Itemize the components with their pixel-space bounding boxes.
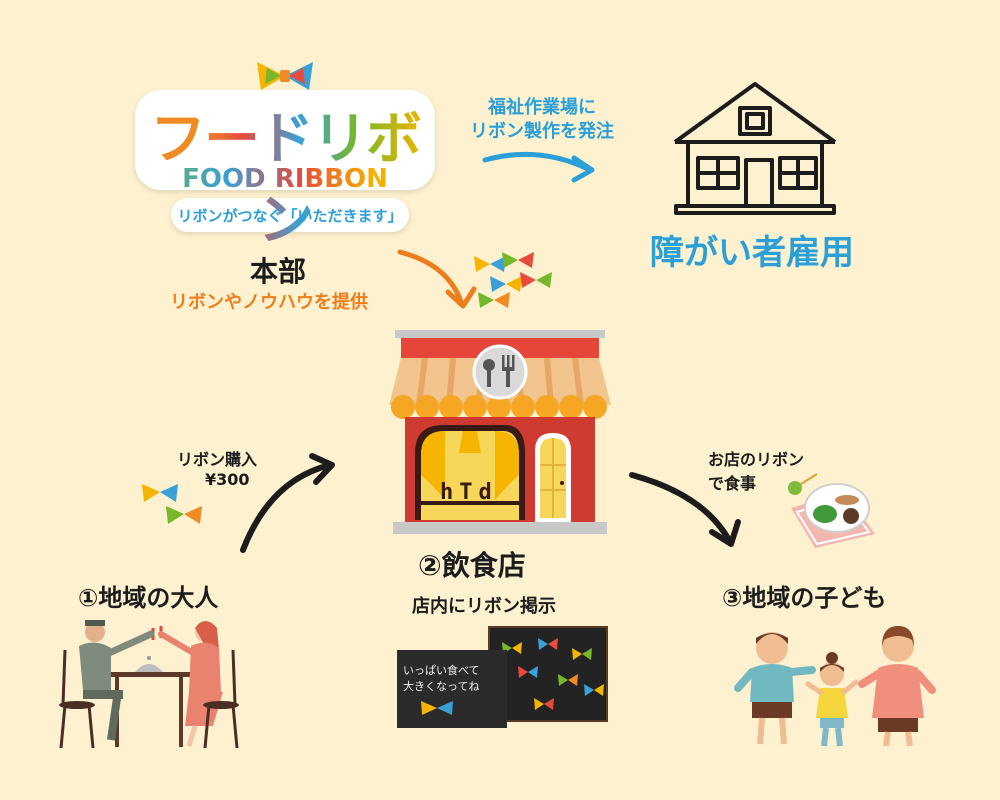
logo-tagline: リボンがつなぐ「いただきます」	[177, 207, 403, 225]
adults-buy-line1: リボン購入	[177, 450, 258, 469]
adults-buy-price: ¥300	[205, 470, 250, 489]
restaurant-sign-text: hTd	[440, 480, 498, 505]
hq-title: 本部	[250, 255, 307, 288]
food-ribbon-logo: フードリボン FOOD RIBBON リボンがつなぐ「いただきます」	[135, 60, 435, 253]
restaurant-illustration	[389, 330, 611, 534]
message-board-photo: いっぱい食べて 大きくなってね	[397, 650, 507, 728]
bow-ribbon-icon	[257, 62, 313, 90]
restaurant-title: ②飲食店	[418, 549, 526, 582]
children-eat-line2: で食事	[708, 474, 757, 493]
adults-dining-illustration	[59, 620, 239, 749]
children-eat-line1: お店のリボン	[708, 450, 805, 469]
logo-title-en: FOOD RIBBON	[135, 164, 435, 194]
children-title: ③地域の子ども	[722, 584, 887, 612]
ribbon-bundle-icon	[474, 252, 552, 308]
welfare-order-line2: リボン製作を発注	[470, 121, 614, 142]
house-icon	[673, 82, 837, 215]
adults-title: ①地域の大人	[78, 584, 219, 612]
meal-plate-icon	[788, 473, 875, 548]
logo-sticker-bg	[135, 90, 435, 190]
children-family-illustration	[734, 626, 936, 747]
restaurant-display-label: 店内にリボン掲示	[412, 596, 556, 617]
employment-label: 障がい者雇用	[650, 233, 854, 273]
ribbon-pair-icon	[142, 484, 202, 524]
logo-tagline-bg	[171, 198, 409, 232]
hq-subtitle: リボンやノウハウを提供	[170, 292, 368, 313]
photo-message-line1: いっぱい食べて	[403, 664, 480, 677]
welfare-order-line1: 福祉作業場に	[488, 97, 596, 118]
photo-message-line2: 大きくなってね	[403, 680, 480, 693]
logo-title-jp: フードリボン	[143, 94, 427, 256]
